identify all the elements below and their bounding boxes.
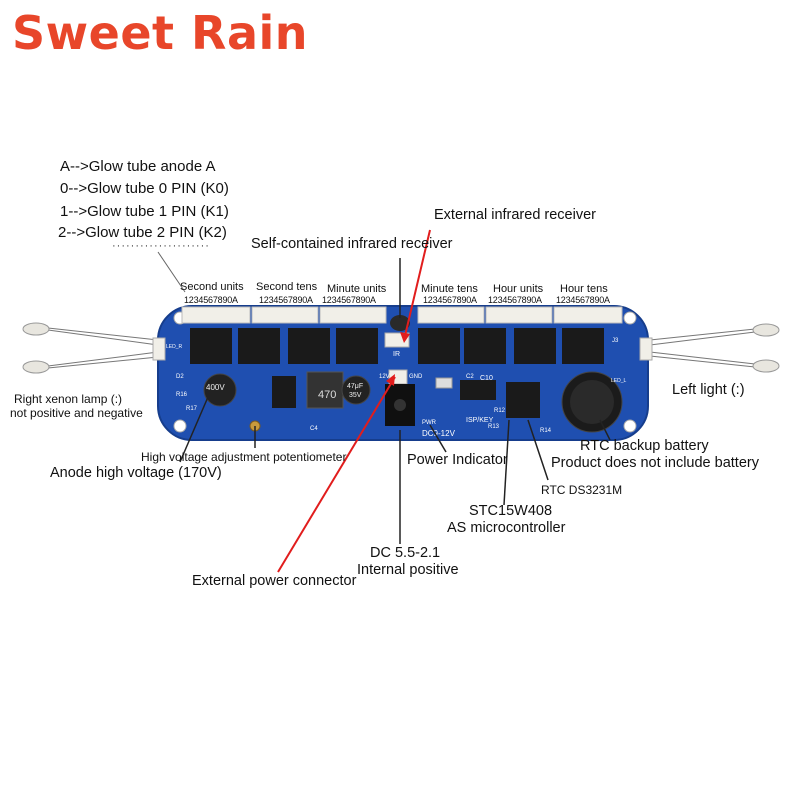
connector-digits-minute-tens: 1234567890A [423, 295, 477, 305]
label-hv-pot: High voltage adjustment potentiometer [141, 450, 347, 464]
label-power-indicator: Power Indicator [407, 452, 508, 468]
connector-label-second-units: Second units [180, 281, 244, 293]
left-lamp-connector [152, 337, 166, 361]
silk-r13: R13 [488, 424, 500, 430]
label-right-xenon-1: Right xenon lamp (:) [14, 392, 123, 406]
silk-led-r: LED_R [166, 344, 183, 350]
silk-c2: C2 [466, 374, 474, 380]
arrow-external-power [277, 376, 396, 573]
connector-digits-minute-units: 1234567890A [322, 295, 376, 305]
right-lamp-connector [639, 337, 653, 361]
tube-headers [181, 306, 623, 324]
label-rtc-chip: RTC DS3231M [541, 483, 623, 497]
arrow-external-ir [403, 229, 431, 341]
silk-led-l: LED_L [611, 378, 627, 384]
label-dc-2: Internal positive [357, 562, 459, 578]
pin-legend-dots: ····················· [112, 240, 210, 252]
silk-dc-range: DC9-12V [422, 429, 456, 438]
label-mcu-2: AS microcontroller [447, 520, 566, 536]
isp-button [435, 377, 453, 389]
leader-battery [599, 419, 611, 441]
label-left-light: Left light (:) [672, 382, 745, 398]
hv-mosfet [272, 376, 296, 408]
connector-digits-hour-tens: 1234567890A [556, 295, 610, 305]
mount-hole-br [623, 419, 637, 433]
pin-legend-2: 2-->Glow tube 2 PIN (K2) [58, 224, 227, 241]
label-dc-1: DC 5.5-2.1 [370, 545, 441, 561]
connector-label-hour-tens: Hour tens [560, 283, 608, 295]
silk-r17: R17 [186, 406, 198, 412]
silk-cap-left: 400V [206, 383, 225, 392]
connector-label-second-tens: Second tens [256, 281, 318, 293]
silk-cap-mid: 47μF [347, 383, 363, 390]
inductor [306, 371, 344, 409]
legend-leader-line [157, 251, 186, 293]
filter-capacitor [341, 375, 371, 405]
label-no-battery: Product does not include battery [551, 455, 759, 471]
connector-digits-second-units: 1234567890A [184, 295, 238, 305]
label-right-xenon-2: not positive and negative [10, 406, 143, 420]
right-xenon-lamps [649, 323, 780, 373]
arrowhead-external-power [386, 374, 395, 386]
mount-hole-bl [173, 419, 187, 433]
label-anode-hv: Anode high voltage (170V) [50, 465, 222, 481]
driver-chips [190, 328, 604, 364]
leader-anode-hv [179, 396, 209, 463]
hv-capacitor [203, 373, 237, 407]
silk-pwr: PWR [422, 420, 437, 426]
silk-12v: 12V [379, 374, 390, 380]
arrowhead-external-ir [400, 332, 410, 343]
connector-label-minute-tens: Minute tens [421, 283, 478, 295]
pin-legend-0: 0-->Glow tube 0 PIN (K0) [60, 180, 229, 197]
connector-label-hour-units: Hour units [493, 283, 544, 295]
pin-legend-a: A-->Glow tube anode A [60, 158, 216, 175]
callout-leader-lines [179, 258, 611, 544]
label-external-ir: External infrared receiver [434, 207, 596, 223]
silk-r16: R16 [176, 392, 188, 398]
ir-receiver [390, 315, 410, 331]
leader-mcu [503, 419, 510, 506]
silk-gnd: GND [409, 374, 423, 380]
pin-legend-1: 1-->Glow tube 1 PIN (K1) [60, 203, 229, 220]
leader-rtc [527, 419, 549, 481]
label-rtc-battery: RTC backup battery [580, 438, 709, 454]
connector-label-minute-units: Minute units [327, 283, 387, 295]
callout-arrows-red [277, 229, 431, 573]
brand-title: Sweet Rain [12, 6, 309, 60]
mcu-chip [460, 380, 496, 400]
silk-r12: R12 [494, 408, 506, 414]
left-xenon-lamps [22, 322, 159, 374]
mount-hole-tr [623, 311, 637, 325]
leader-power-indicator [429, 424, 447, 453]
silk-d2: D2 [176, 374, 184, 380]
label-self-ir: Self-contained infrared receiver [251, 236, 453, 252]
silk-cap-mid2: 35V [349, 392, 362, 399]
silk-inductor: 470 [318, 389, 336, 401]
silk-isp: ISP/KEY [466, 417, 494, 424]
silk-j3: J3 [612, 338, 619, 344]
label-ext-power: External power connector [192, 573, 357, 589]
label-mcu-1: STC15W408 [469, 503, 553, 519]
silk-r14: R14 [540, 428, 552, 434]
silk-c10: C10 [480, 375, 493, 382]
connector-digits-second-tens: 1234567890A [259, 295, 313, 305]
connector-digits-hour-units: 1234567890A [488, 295, 542, 305]
silk-ir: IR [393, 351, 400, 358]
silk-c4: C4 [310, 426, 318, 432]
rtc-chip [506, 382, 540, 418]
